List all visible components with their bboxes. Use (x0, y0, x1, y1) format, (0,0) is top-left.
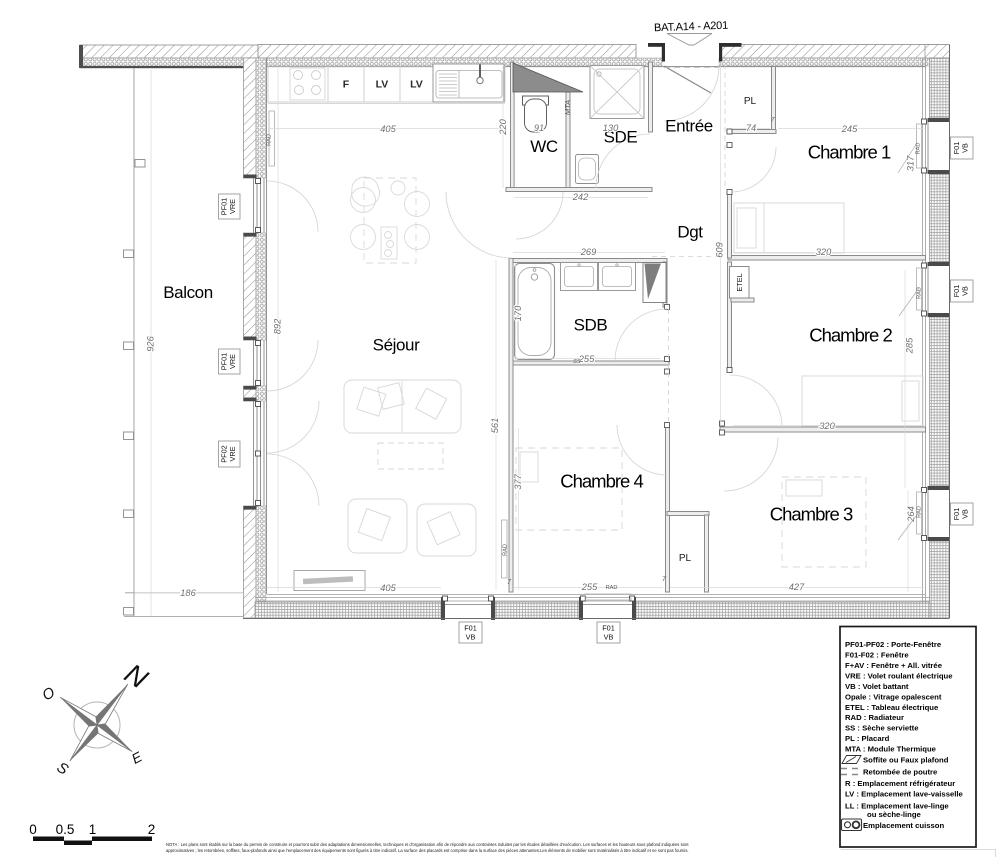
svg-text:VRE : Volet roulant électrique: VRE : Volet roulant électrique (845, 672, 953, 681)
svg-text:Entrée: Entrée (665, 117, 713, 136)
svg-text:O: O (39, 684, 58, 705)
svg-text:892: 892 (273, 318, 283, 334)
svg-text:RAD : Radiateur: RAD : Radiateur (845, 713, 904, 722)
svg-text:74: 74 (746, 123, 756, 133)
svg-text:220: 220 (498, 118, 508, 135)
svg-text:609: 609 (715, 242, 725, 258)
svg-text:926: 926 (146, 335, 156, 351)
svg-text:ETEL : Tableau électrique: ETEL : Tableau électrique (845, 703, 939, 712)
svg-text:RAD: RAD (917, 506, 923, 518)
svg-text:170: 170 (513, 305, 523, 321)
svg-text:PL : Placard: PL : Placard (845, 734, 890, 743)
svg-text:Chambre 2: Chambre 2 (809, 325, 892, 346)
svg-text:255: 255 (578, 354, 595, 364)
svg-text:SDE: SDE (604, 128, 638, 147)
svg-text:NOTA : Les plans sont établis: NOTA : Les plans sont établis sur la bas… (166, 842, 689, 847)
svg-text:PF01: PF01 (220, 198, 229, 215)
svg-text:Chambre 1: Chambre 1 (808, 142, 891, 163)
svg-text:269: 269 (580, 247, 597, 257)
svg-text:RAD: RAD (503, 544, 509, 556)
svg-text:F01: F01 (952, 142, 961, 155)
svg-text:320: 320 (819, 421, 835, 431)
svg-text:186: 186 (180, 588, 196, 598)
svg-text:Séjour: Séjour (373, 336, 420, 355)
svg-text:VB: VB (961, 509, 970, 519)
svg-text:PL: PL (744, 96, 757, 107)
svg-text:PF01: PF01 (220, 353, 229, 370)
svg-text:320: 320 (816, 247, 832, 257)
svg-text:LV: LV (376, 79, 389, 91)
svg-text:VB: VB (961, 143, 970, 153)
svg-text:255: 255 (581, 582, 598, 592)
svg-text:Chambre 3: Chambre 3 (770, 504, 853, 525)
svg-text:R : Emplacement réfrigérateur: R : Emplacement réfrigérateur (845, 779, 955, 788)
svg-text:Chambre 4: Chambre 4 (560, 471, 643, 492)
svg-text:7: 7 (770, 115, 775, 124)
svg-text:0.5: 0.5 (56, 822, 75, 837)
svg-text:2: 2 (148, 822, 156, 837)
svg-text:SDB: SDB (574, 316, 608, 335)
svg-text:VRE: VRE (228, 354, 237, 369)
svg-text:ETEL: ETEL (735, 273, 744, 291)
svg-text:LV : Emplacement lave-vaissell: LV : Emplacement lave-vaisselle (845, 789, 964, 798)
svg-text:F: F (343, 79, 350, 91)
svg-text:LV: LV (410, 79, 423, 91)
svg-text:ou sèche-linge: ou sèche-linge (867, 810, 922, 819)
svg-text:405: 405 (380, 583, 396, 593)
svg-text:VRE: VRE (228, 199, 237, 214)
svg-text:Dgt: Dgt (677, 223, 703, 242)
svg-text:427: 427 (789, 582, 805, 592)
svg-text:0: 0 (29, 822, 37, 837)
svg-text:Emplacement cuisson: Emplacement cuisson (863, 821, 944, 830)
svg-text:MTA: MTA (563, 100, 572, 115)
svg-text:Opale : Vitrage opalescent: Opale : Vitrage opalescent (845, 692, 942, 701)
svg-text:285: 285 (905, 337, 915, 354)
svg-text:RAD: RAD (916, 143, 922, 155)
svg-text:242: 242 (572, 192, 589, 202)
svg-text:377: 377 (513, 473, 523, 489)
svg-text:317: 317 (906, 155, 916, 171)
svg-text:405: 405 (380, 124, 396, 134)
svg-text:7: 7 (662, 574, 667, 583)
svg-text:VB : Volet battant: VB : Volet battant (845, 682, 909, 691)
svg-text:VRE: VRE (228, 446, 237, 461)
svg-text:LL : Emplacement lave-linge: LL : Emplacement lave-linge (845, 802, 949, 811)
svg-text:91: 91 (534, 123, 544, 133)
svg-text:RAD: RAD (267, 134, 273, 146)
svg-text:approximatives ; les retombées: approximatives ; les retombées, soffites… (166, 848, 689, 853)
svg-text:1: 1 (89, 822, 97, 837)
svg-text:VB: VB (466, 633, 476, 642)
svg-text:SS : Sèche serviette: SS : Sèche serviette (845, 724, 919, 733)
svg-text:F01: F01 (952, 508, 961, 521)
svg-text:F+AV : Fenêtre + All. vitrée: F+AV : Fenêtre + All. vitrée (845, 661, 943, 670)
svg-text:Retombée de poutre: Retombée de poutre (863, 768, 938, 777)
svg-text:PF02: PF02 (220, 445, 229, 462)
svg-text:264: 264 (906, 506, 916, 523)
svg-text:F01: F01 (952, 285, 961, 298)
svg-text:E: E (129, 748, 145, 767)
svg-text:F01: F01 (464, 624, 477, 633)
svg-text:ss: ss (573, 356, 581, 365)
svg-text:VB: VB (604, 633, 614, 642)
svg-text:561: 561 (490, 418, 500, 434)
svg-text:WC: WC (530, 137, 558, 156)
svg-text:PL: PL (679, 553, 692, 564)
svg-text:Balcon: Balcon (163, 283, 213, 302)
svg-text:RAD: RAD (606, 585, 618, 591)
svg-text:VB: VB (961, 286, 970, 296)
svg-text:S: S (54, 759, 72, 779)
svg-text:PF01-PF02 : Porte-Fenêtre: PF01-PF02 : Porte-Fenêtre (845, 640, 942, 649)
svg-text:F01: F01 (602, 624, 615, 633)
svg-text:MTA : Module Thermique: MTA : Module Thermique (845, 744, 937, 753)
svg-text:F01-F02 : Fenêtre: F01-F02 : Fenêtre (845, 651, 909, 660)
svg-text:Soffite ou Faux plafond: Soffite ou Faux plafond (863, 756, 949, 765)
svg-text:245: 245 (841, 124, 858, 134)
svg-text:7: 7 (507, 577, 512, 586)
svg-text:BAT.A14 - A201: BAT.A14 - A201 (654, 20, 729, 35)
svg-text:130: 130 (603, 123, 619, 133)
svg-text:RAD: RAD (917, 287, 923, 299)
